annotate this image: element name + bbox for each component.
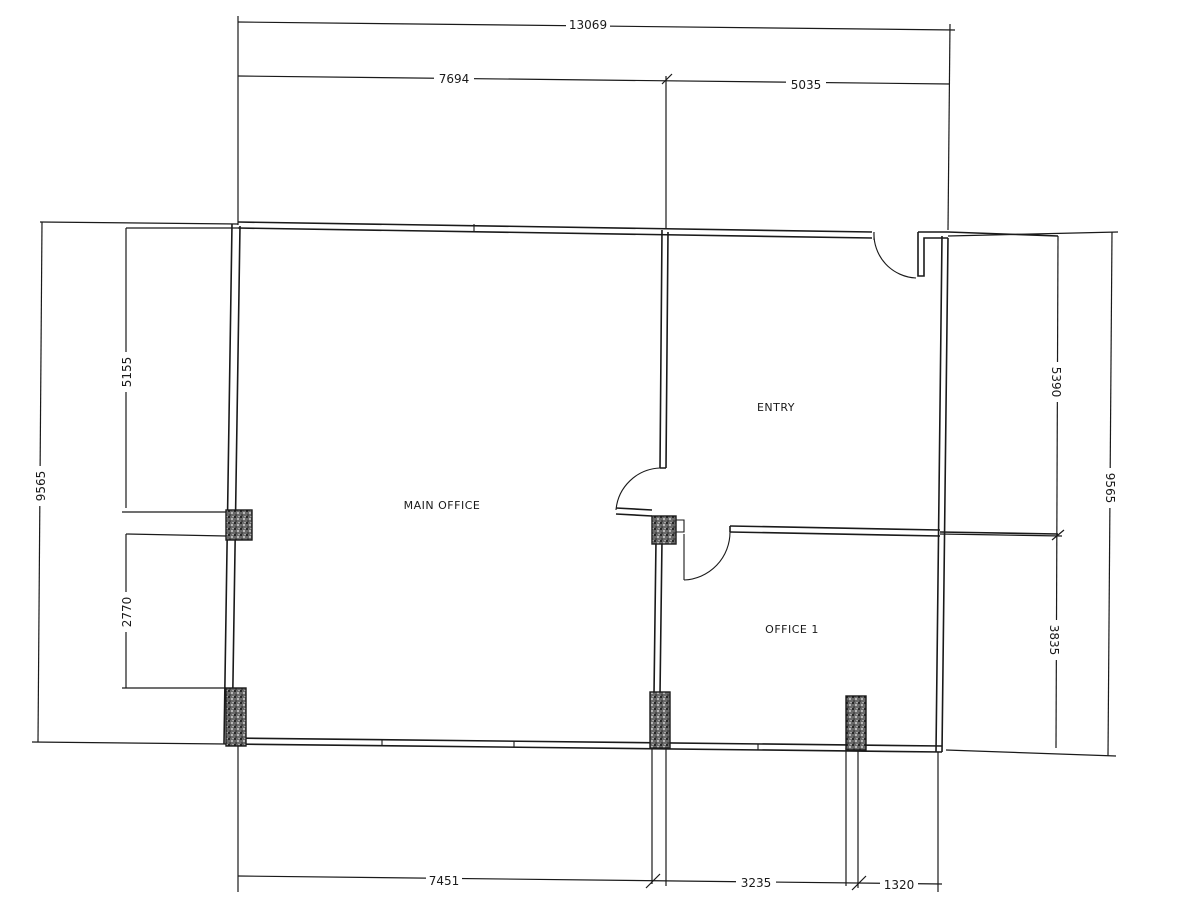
dim-ext-left-lower-top [125, 533, 227, 537]
dim-tick-right-mid [1051, 529, 1065, 541]
wall-right [935, 235, 949, 753]
wall-top-right-ext [947, 231, 1059, 237]
dim-label-left-upper: 5155 [120, 357, 134, 388]
dim-ext-right-mid [939, 533, 1063, 537]
dimension-lines [31, 16, 1119, 892]
dim-label-right-total: 9565 [1103, 473, 1117, 504]
dim-label-bottom-right: 1320 [884, 878, 915, 892]
dimension-labels: 13069 7694 5035 9565 5155 2770 9565 5390… [32, 16, 1120, 892]
wall-door-return [917, 231, 948, 277]
column-left-mid [225, 509, 253, 541]
dim-ext-right-bottom [945, 749, 1117, 757]
dim-label-right-lower: 3835 [1047, 625, 1061, 656]
wall-bottom [229, 737, 943, 753]
wall-partition-entry [659, 229, 669, 469]
columns [225, 509, 867, 751]
dim-tick-bottom-2 [851, 875, 867, 891]
dim-ext-left-bottom [31, 741, 227, 745]
dim-label-bottom-left: 7451 [429, 874, 460, 888]
column-center-flange [676, 519, 685, 533]
room-label-main-office: MAIN OFFICE [404, 499, 481, 512]
dim-line-right-sub [1055, 235, 1059, 749]
dim-label-right-upper: 5390 [1049, 367, 1063, 398]
walls [223, 221, 1059, 753]
wall-top [237, 221, 873, 239]
dim-ext-left-top [39, 221, 239, 225]
room-label-entry: ENTRY [757, 401, 795, 414]
wall-office1-ext [939, 531, 1059, 535]
room-label-office-1: OFFICE 1 [765, 623, 819, 636]
column-center [651, 515, 677, 545]
column-bottom-mid [649, 691, 671, 749]
room-labels: MAIN OFFICE ENTRY OFFICE 1 [404, 401, 819, 636]
dim-label-top-right: 5035 [791, 78, 822, 92]
dim-tick-bottom-1 [645, 873, 661, 889]
dim-label-top-total: 13069 [569, 18, 607, 32]
wall-partition-office1 [653, 539, 663, 695]
wall-office1-top [729, 525, 941, 537]
door-swing-office1 [683, 531, 731, 581]
dim-line-top-sub [237, 75, 951, 85]
door-swing-main [615, 467, 661, 511]
dim-ext-right-top [947, 231, 1119, 237]
door-swing-entry [873, 231, 917, 279]
wall-stub-left [615, 507, 653, 517]
dim-label-left-total: 9565 [34, 471, 48, 502]
column-bottom-right [845, 695, 867, 751]
dim-tick-top-mid [661, 73, 673, 85]
doors [615, 231, 917, 581]
wall-left [223, 223, 241, 745]
dim-label-bottom-mid: 3235 [741, 876, 772, 890]
column-left-bottom [225, 687, 247, 747]
dim-label-left-lower: 2770 [120, 597, 134, 628]
dim-label-top-left: 7694 [439, 72, 470, 86]
dim-ext-top-right [947, 23, 951, 231]
dim-line-bottom [237, 875, 943, 885]
